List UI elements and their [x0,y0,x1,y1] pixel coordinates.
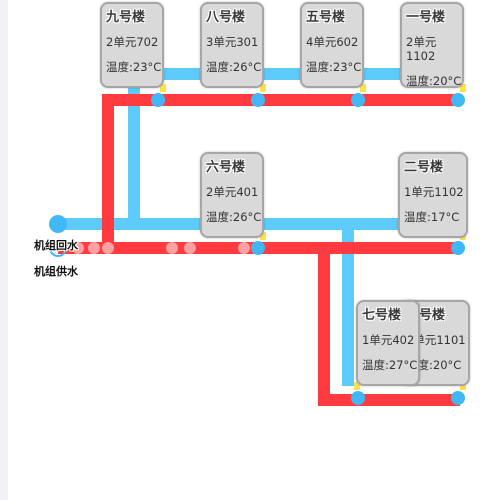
building-unit: 2单元401 [206,185,259,199]
building-temperature: 温度:23°C [106,60,162,74]
flow-particle [238,242,250,254]
junction-node[interactable] [451,241,465,255]
pipe-network-canvas: 机组回水 机组供水 九号楼 2单元702 温度:23°C 八号楼 3单元301 … [8,0,500,500]
junction-node[interactable] [251,241,265,255]
flow-particles [72,242,250,254]
supply-top-riser [102,94,460,248]
building-name: 六号楼 [206,160,246,175]
building-name: 五号楼 [306,10,346,25]
valve-marker [260,232,266,240]
junction-node[interactable] [151,93,165,107]
return-water-label: 机组回水 [34,239,78,252]
supply-water-label: 机组供水 [34,265,78,278]
building-temperature: 温度:20°C [406,74,462,88]
building-card-6[interactable]: 六号楼 2单元401 温度:26°C [200,152,264,238]
valve-marker [460,84,466,92]
junction-node[interactable] [251,93,265,107]
building-card-9[interactable]: 九号楼 2单元702 温度:23°C [100,2,164,88]
valve-marker [160,84,166,92]
flow-particle [72,242,84,254]
building-temperature: 温度:26°C [206,60,262,74]
flow-particle [166,242,178,254]
building-unit: 2单元702 [106,35,159,49]
start-node-ring [49,239,67,257]
building-name: 二号楼 [404,160,444,175]
flow-particle [88,242,100,254]
junction-node[interactable] [451,391,465,405]
building-unit: 4单元602 [306,35,359,49]
building-name: 九号楼 [106,10,146,25]
building-unit: 1单元402 [362,333,415,347]
building-temperature: 温度:27°C [362,358,418,372]
building-card-2[interactable]: 二号楼 1单元1102 温度:17°C [398,152,468,238]
valve-marker [460,382,466,390]
building-unit: 1单元1102 [404,185,464,199]
building-temperature: 温度:23°C [306,60,362,74]
valve-marker [260,84,266,92]
building-name: 七号楼 [362,308,402,323]
building-unit: 2单元1102 [406,35,437,63]
building-name: 一号楼 [406,10,446,25]
building-card-5[interactable]: 五号楼 4单元602 温度:23°C [300,2,364,88]
junction-node[interactable] [451,93,465,107]
building-card-8[interactable]: 八号楼 3单元301 温度:26°C [200,2,264,88]
junction-node[interactable] [351,93,365,107]
building-temperature: 温度:26°C [206,210,262,224]
building-card-1[interactable]: 一号楼 2单元1102 温度:20°C [400,2,464,88]
building-unit: 1单元1101 [406,333,466,347]
flow-particle [184,242,196,254]
flow-particle [102,242,114,254]
building-card-7[interactable]: 七号楼 1单元402 温度:27°C [356,300,420,386]
building-temperature: 温度:17°C [404,210,460,224]
start-node[interactable] [49,215,67,233]
valve-marker [360,84,366,92]
junction-node[interactable] [351,391,365,405]
junction-nodes [49,93,465,405]
pipe-diagram [49,68,466,406]
building-unit: 3单元301 [206,35,259,49]
supply-lower-branch [318,248,460,406]
valve-marker [354,382,360,390]
building-name: 八号楼 [206,10,246,25]
